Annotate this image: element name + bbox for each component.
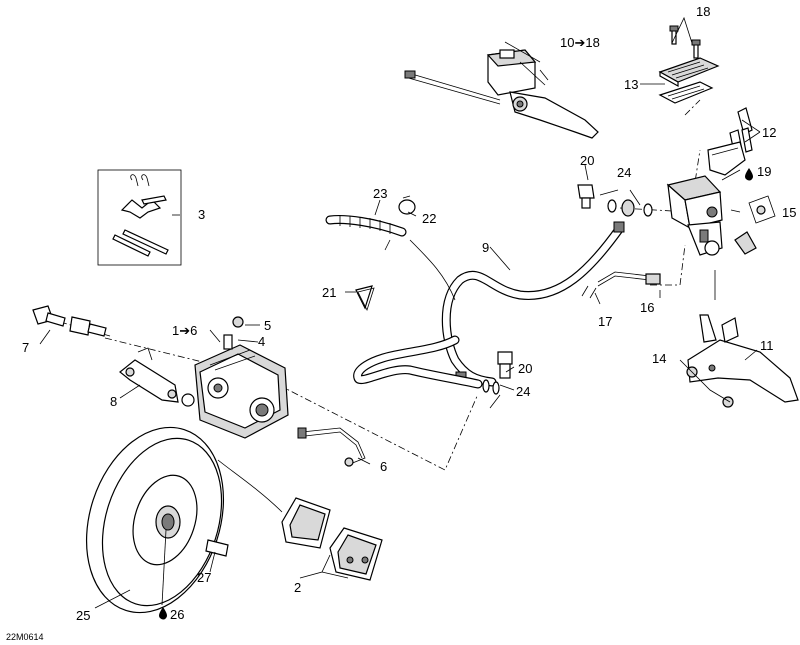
leader-lines [39, 16, 761, 609]
reservoir-cover-screws[interactable] [669, 25, 701, 59]
callout-8: 8 [110, 394, 117, 409]
tie-clip[interactable] [355, 285, 375, 312]
caliper-brake-line[interactable] [297, 427, 366, 467]
secondary-hose[interactable] [353, 335, 483, 389]
brake-pads[interactable] [281, 497, 383, 581]
master-cylinder-assembly-top[interactable] [404, 49, 599, 139]
oil-drop-icon [745, 168, 753, 181]
copper-washers-bottom[interactable] [482, 379, 500, 395]
caliper-bolts[interactable] [32, 305, 107, 337]
master-cylinder-cap-box[interactable] [748, 195, 776, 224]
callout-15: 15 [782, 205, 796, 220]
banjo-bolt-top[interactable] [577, 184, 595, 209]
brake-caliper[interactable] [181, 316, 289, 439]
callout-20-bottom: 20 [518, 361, 532, 376]
callout-23: 23 [373, 186, 387, 201]
callout-18: 18 [696, 4, 710, 19]
callout-7: 7 [22, 340, 29, 355]
protective-sleeve[interactable] [325, 215, 407, 237]
callout-17: 17 [598, 314, 612, 329]
diagram-code: 22M0614 [6, 632, 44, 642]
callout-24-top: 24 [617, 165, 631, 180]
callout-25: 25 [76, 608, 90, 623]
disc-key[interactable] [205, 539, 229, 557]
oil-drop-icon [159, 607, 167, 620]
callout-9: 9 [482, 240, 489, 255]
master-cylinder-body[interactable] [666, 175, 723, 256]
callout-26: 26 [170, 607, 184, 622]
callout-12: 12 [762, 125, 776, 140]
callout-27: 27 [197, 570, 211, 585]
callout-10to18: 10➔18 [560, 35, 600, 50]
callout-14: 14 [652, 351, 666, 366]
assembly-lines [59, 99, 701, 471]
callout-20-top: 20 [580, 153, 594, 168]
rubber-boot[interactable] [734, 231, 757, 255]
brake-lever[interactable] [686, 314, 799, 408]
callout-22: 22 [422, 211, 436, 226]
banjo-bolt-bottom[interactable] [497, 351, 513, 379]
pin-kit-box[interactable] [97, 169, 182, 266]
callout-4: 4 [258, 334, 265, 349]
callout-6: 6 [380, 459, 387, 474]
callout-1to6: 1➔6 [172, 323, 197, 338]
callout-labels: 10➔18 18 13 12 19 15 20 24 23 22 9 21 16… [22, 4, 796, 623]
callout-19: 19 [757, 164, 771, 179]
callout-21: 21 [322, 285, 336, 300]
reservoir-cover[interactable] [658, 57, 720, 104]
hose-clamp[interactable] [398, 195, 416, 215]
caliper-bracket[interactable] [119, 347, 179, 403]
callout-2: 2 [294, 580, 301, 595]
handlebar-clamp[interactable] [707, 141, 746, 176]
callout-16: 16 [640, 300, 654, 315]
brake-hose[interactable] [441, 221, 625, 387]
callout-11: 11 [760, 338, 774, 353]
brake-switch-wire[interactable] [597, 271, 661, 287]
callout-24-bottom: 24 [516, 384, 530, 399]
copper-washers-top[interactable] [607, 199, 653, 217]
callout-5: 5 [264, 318, 271, 333]
callout-3: 3 [198, 207, 205, 222]
terminals[interactable] [581, 285, 597, 299]
callout-13: 13 [624, 77, 638, 92]
brake-disc[interactable] [64, 410, 246, 631]
